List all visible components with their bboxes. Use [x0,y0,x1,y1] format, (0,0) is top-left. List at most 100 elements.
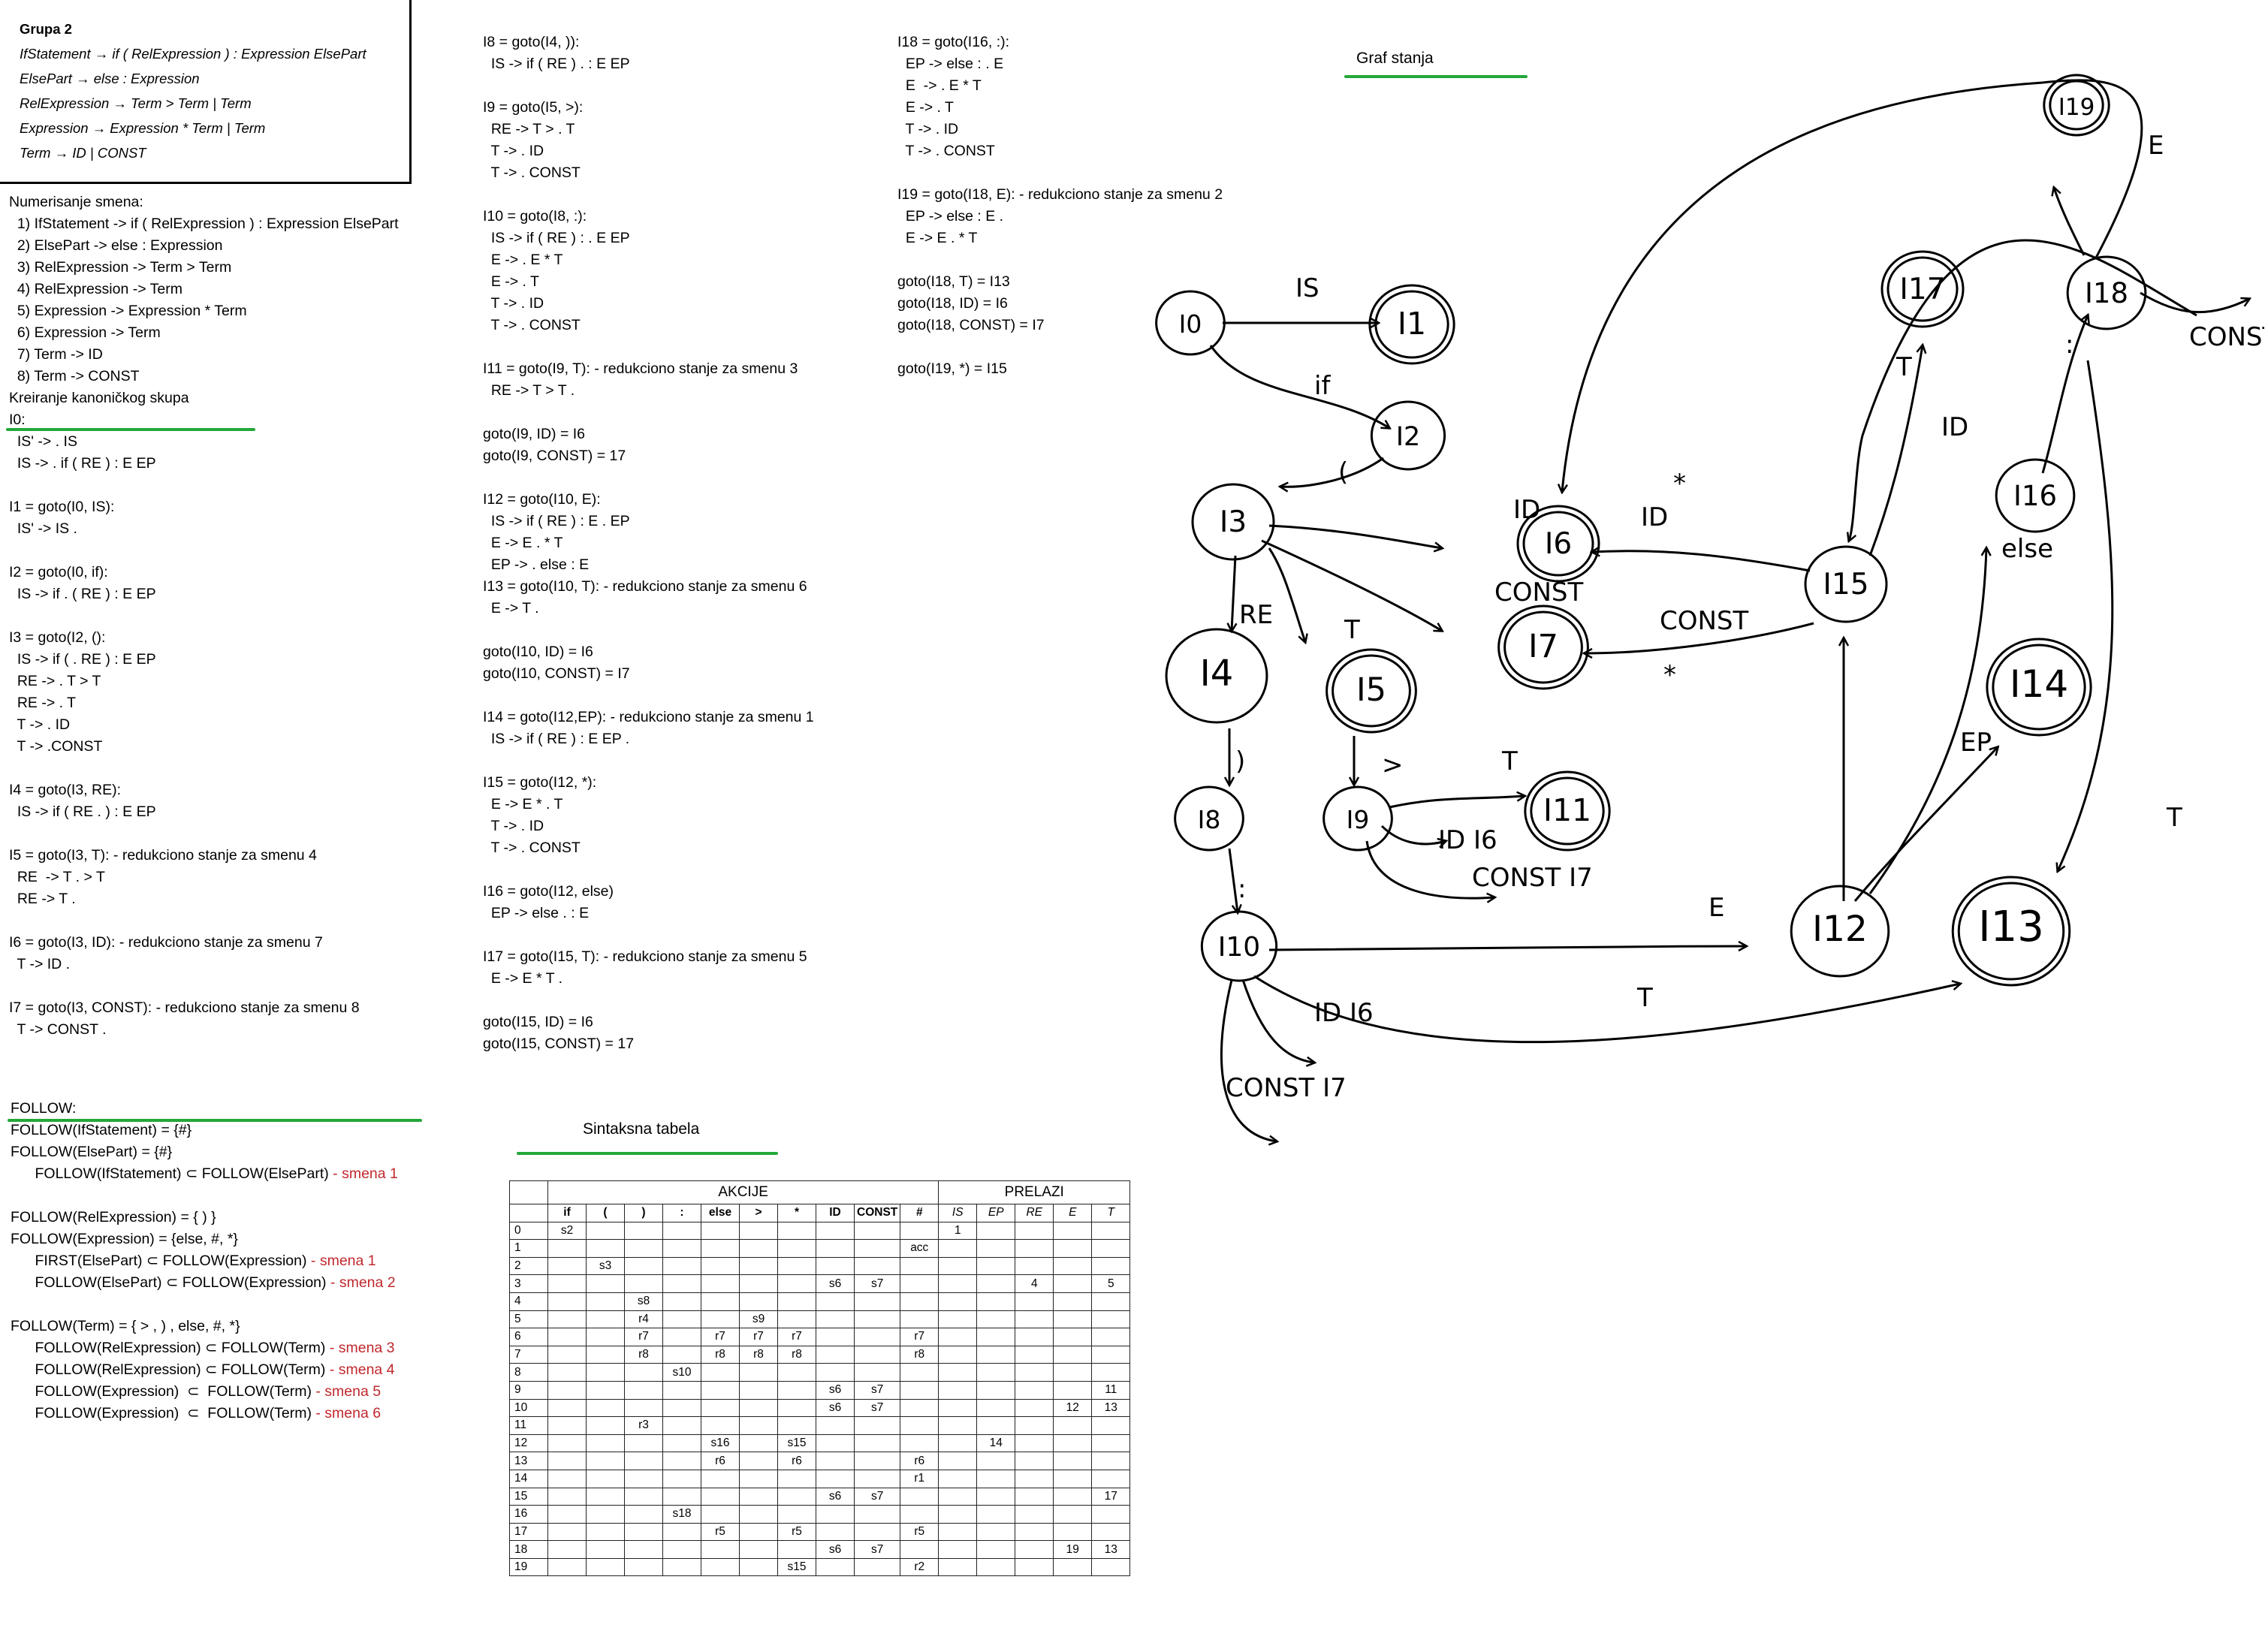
table-cell [1091,1256,1131,1276]
state-i15 [1804,545,1888,623]
table-cell [816,1221,855,1241]
table-cell [816,1256,855,1276]
state-i7-inner [1503,610,1583,684]
follow-text: FOLLOW(IfStatement) ⊂ FOLLOW(ElsePart) [11,1165,329,1182]
table-cell: r5 [701,1522,740,1542]
table-cell: 11 [1091,1380,1131,1400]
table-cell: s9 [739,1310,778,1329]
text-line: IS -> if ( . RE ) : E EP [9,651,156,668]
text-line: EP -> . else : E [483,556,590,573]
text-line: IS -> if ( RE ) : . E EP [483,230,630,246]
table-cell [1053,1416,1093,1435]
edge-i15-i6 [1592,551,1811,572]
table-cell [1091,1469,1131,1488]
text-line: 4) RelExpression -> Term [9,281,183,297]
edge-label: ID [1641,502,1668,532]
grammar-rule: Term → ID | CONST [20,145,146,161]
text-line: E -> . E * T [897,77,982,94]
table-cell [1053,1363,1093,1382]
table-cell [739,1416,778,1435]
table-cell [1015,1452,1054,1470]
table-cell [1053,1310,1093,1329]
table-cell [976,1328,1016,1346]
table-cell: 5 [1091,1274,1131,1293]
text-line: RE -> . T [9,695,77,711]
text-line [9,910,399,932]
graph-title: Graf stanja [1356,50,1434,67]
follow-text: FOLLOW(Expression) = {else, #, *} [11,1231,238,1247]
table-cell [662,1398,701,1418]
table-cell [662,1274,701,1293]
table-cell [1053,1434,1093,1453]
table-cell: r8 [900,1345,939,1364]
table-cell [701,1310,740,1329]
table-cell [739,1221,778,1241]
state-i8 [1174,785,1244,852]
table-cell [938,1256,978,1276]
text-line: I0: [9,412,26,428]
state-i6 [1516,505,1600,583]
edge-label: CONST [1494,577,1584,607]
table-cell [739,1505,778,1524]
edge-i3-i4 [1232,555,1235,631]
state-i1-inner [1374,290,1449,359]
table-cell [586,1452,625,1470]
edge-i12-i14 [1853,747,1998,902]
state-i3 [1191,483,1275,561]
text-line: goto(I19, *) = I15 [897,360,1007,377]
table-cell [1091,1363,1131,1382]
text-line [483,685,814,707]
table-cell: 16 [509,1505,548,1524]
follow-text: FOLLOW(ElsePart) = {#} [11,1144,173,1160]
table-cell [1091,1452,1131,1470]
table-cell [976,1522,1016,1542]
follow-rule-ref: - smena 2 [326,1274,396,1291]
edge-i3-i6 [1268,524,1442,548]
follow-text: FOLLOW(Expression) ⊂ FOLLOW(Term) [11,1383,312,1400]
underline-graph [1344,75,1528,78]
table-cell [1053,1221,1093,1241]
table-cell: s6 [816,1487,855,1506]
table-cell [662,1328,701,1346]
table-cell [853,1434,901,1453]
table-header-cell: EP [976,1204,1016,1222]
edge-label: T [1896,352,1912,382]
table-header-cell: else [701,1204,740,1222]
text-line: I2 = goto(I0, if): [9,564,108,580]
table-cell [777,1469,816,1488]
table-cell: 9 [509,1380,548,1400]
edge-label: > [1382,750,1404,780]
table-cell [662,1292,701,1311]
table-cell [624,1363,663,1382]
table-header-cell: IS [938,1204,978,1222]
table-cell [900,1363,939,1382]
table-cell [1091,1221,1131,1241]
table-cell: r7 [739,1328,778,1346]
table-cell [701,1487,740,1506]
edge-i9-i6 [1380,825,1446,844]
follow-text: FOLLOW(ElsePart) ⊂ FOLLOW(Expression) [11,1274,327,1291]
table-cell [1015,1398,1054,1418]
table-cell [662,1522,701,1542]
table-cell [586,1398,625,1418]
table-cell: s15 [777,1557,816,1577]
text-line: RE -> T > . T [483,121,575,137]
table-cell [739,1239,778,1258]
right-column: I18 = goto(I16, :): EP -> else : . E E -… [897,32,1223,380]
table-cell [938,1522,978,1542]
follow-rule-ref: - smena 3 [325,1340,395,1356]
text-line: RE -> . T > T [9,673,101,689]
table-cell [1015,1221,1054,1241]
table-cell [900,1416,939,1435]
table-cell: 17 [1091,1487,1131,1506]
edge-i18-i7 [2140,291,2249,314]
table-cell [900,1310,939,1329]
table-cell: r8 [624,1345,663,1364]
text-line: T -> . CONST [897,143,995,159]
edge-label: RE [1239,600,1273,630]
table-cell [816,1328,855,1346]
